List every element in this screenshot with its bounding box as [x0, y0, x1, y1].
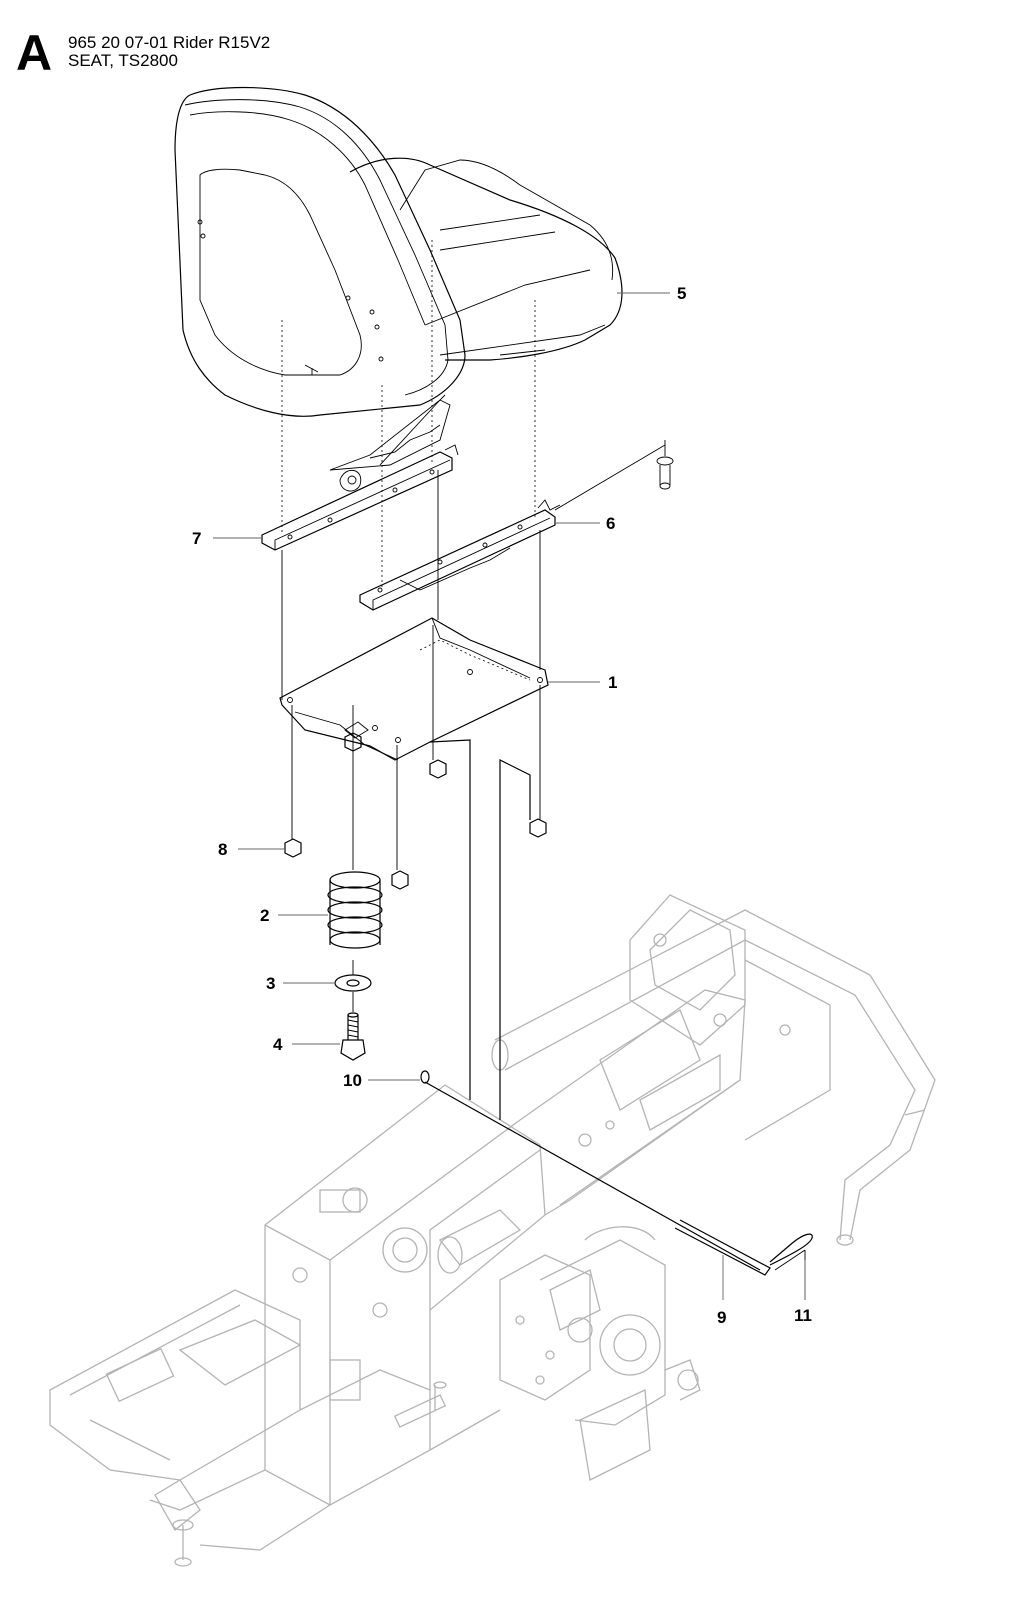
washer-part-3	[334, 974, 372, 992]
assembly-title: SEAT, TS2800	[68, 51, 178, 70]
callout-6: 6	[606, 514, 615, 533]
coil-spring-part-2	[327, 871, 383, 949]
model-line: 965 20 07-01 Rider R15V2	[68, 33, 271, 52]
seat-slide-rail-part-7	[261, 394, 459, 551]
seat-part-5	[174, 86, 623, 417]
washer-part-10	[420, 1070, 430, 1084]
callout-11: 11	[794, 1306, 812, 1325]
bolt-part-4	[340, 1012, 366, 1061]
callout-5: 5	[677, 284, 686, 303]
diagram-header: 965 20 07-01 Rider R15V2 SEAT, TS2800	[68, 34, 270, 70]
seat-mounting-plate-part-1	[279, 617, 549, 761]
callout-9: 9	[717, 1308, 726, 1327]
callout-1: 1	[608, 673, 617, 692]
callout-4: 4	[273, 1035, 283, 1054]
callout-10: 10	[343, 1071, 362, 1090]
top-right-hardware	[656, 456, 674, 490]
pivot-pin-part-9	[424, 1081, 771, 1276]
callout-3: 3	[266, 974, 275, 993]
section-letter: A	[16, 25, 53, 81]
rider-chassis-frame	[49, 894, 936, 1567]
locknut-part-8	[284, 732, 547, 890]
callout-2: 2	[260, 906, 269, 925]
callout-labels: 5 6 1 7 8 2 3 4 10 9 11	[192, 284, 812, 1327]
callout-leader-lines	[213, 292, 806, 1300]
hair-pin-clip-part-11	[769, 1233, 813, 1271]
assembly-centerlines	[281, 240, 806, 1300]
callout-7: 7	[192, 529, 201, 548]
callout-8: 8	[218, 840, 227, 859]
seat-slide-rail-part-6	[359, 499, 561, 611]
